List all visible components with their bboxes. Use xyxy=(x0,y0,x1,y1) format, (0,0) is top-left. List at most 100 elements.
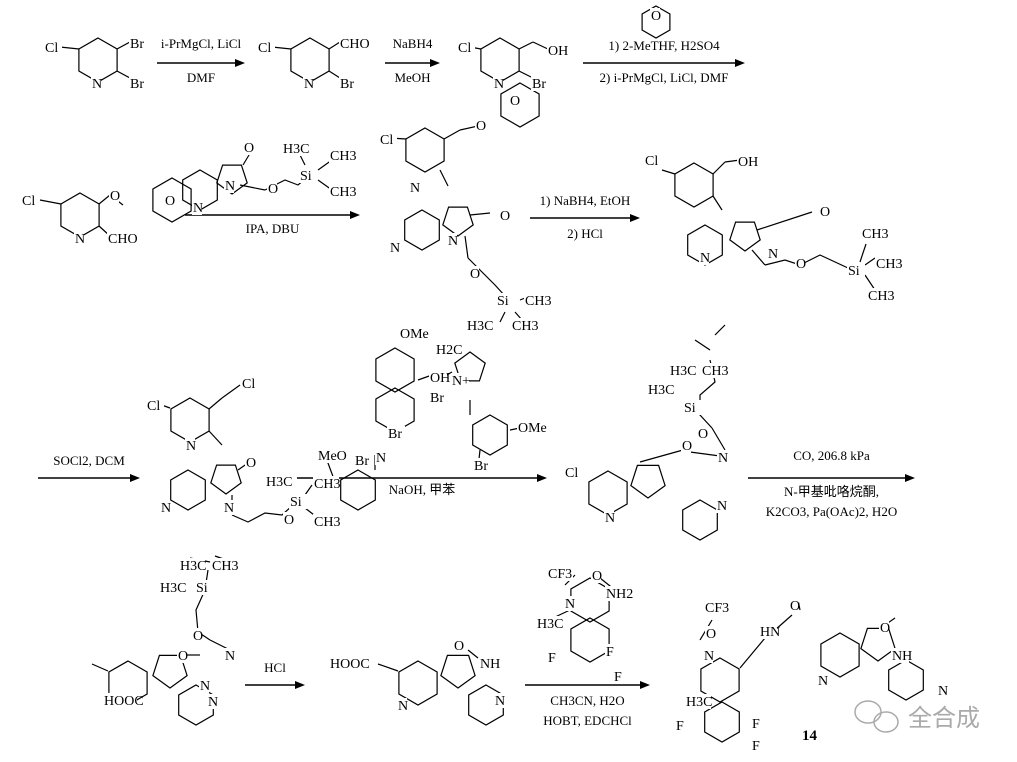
atom-label: Si xyxy=(290,495,302,510)
ring xyxy=(641,5,671,39)
bond xyxy=(328,70,341,79)
atom-label: Cl xyxy=(380,133,393,148)
atom-label: Br xyxy=(388,427,402,442)
atom-label: Si xyxy=(196,581,208,596)
atom-label: O xyxy=(880,621,890,636)
label-mask xyxy=(192,200,202,215)
bond xyxy=(712,161,726,175)
bond xyxy=(304,484,313,496)
label-mask xyxy=(397,698,407,713)
atom-label: CH3 xyxy=(702,364,728,379)
bond xyxy=(756,211,813,231)
label-mask xyxy=(591,568,601,583)
bond xyxy=(443,129,461,140)
ring xyxy=(340,469,376,511)
ring xyxy=(290,37,330,83)
atom-label: N xyxy=(225,179,235,194)
label-mask xyxy=(375,450,385,465)
bond xyxy=(91,663,109,672)
label-mask xyxy=(329,184,355,199)
reagent-below-2: HOBT, EDCHCl xyxy=(543,713,632,728)
label-mask xyxy=(564,596,574,611)
label-mask xyxy=(429,370,447,385)
label-mask xyxy=(409,180,419,195)
atom-label: O xyxy=(165,194,175,209)
label-mask xyxy=(317,448,343,463)
ring-5 xyxy=(630,464,666,499)
label-mask xyxy=(681,438,691,453)
ring xyxy=(570,577,610,623)
label-mask xyxy=(675,718,685,733)
arrow-head xyxy=(630,214,640,222)
atom-label: CH3 xyxy=(330,149,356,164)
bond xyxy=(439,169,449,187)
atom-label: O xyxy=(651,9,661,24)
atom-label: N xyxy=(718,451,728,466)
label-mask xyxy=(354,453,372,468)
ring xyxy=(888,659,924,701)
atom-label: N xyxy=(605,511,615,526)
label-mask xyxy=(451,373,469,388)
atom-label: O xyxy=(110,189,120,204)
arrow-head xyxy=(537,474,547,482)
atom-label: Cl xyxy=(565,466,578,481)
ring xyxy=(78,37,118,83)
atom-label: F xyxy=(548,651,556,666)
label-mask xyxy=(224,648,234,663)
label-mask xyxy=(494,693,504,708)
atom-label: CH3 xyxy=(525,294,551,309)
label-mask xyxy=(817,673,827,688)
reagent-below: 2) i-PrMgCl, LiCl, DMF xyxy=(600,70,729,85)
atom-label: H2C xyxy=(436,343,462,358)
label-mask xyxy=(453,638,463,653)
arrow-head xyxy=(735,59,745,67)
atom-label: O xyxy=(510,94,520,109)
ring xyxy=(170,469,206,511)
atom-label: N xyxy=(225,649,235,664)
bond xyxy=(464,235,469,259)
atom-label: OH xyxy=(548,44,568,59)
label-mask xyxy=(466,318,492,333)
bond xyxy=(208,397,223,410)
label-mask xyxy=(479,656,497,671)
atom-label: HOOC xyxy=(330,657,370,672)
label-mask xyxy=(496,293,514,308)
label-mask xyxy=(511,318,537,333)
bond xyxy=(689,451,721,457)
ring xyxy=(570,617,610,663)
label-mask xyxy=(473,458,491,473)
label-mask xyxy=(160,500,170,515)
ring xyxy=(404,209,440,251)
bond xyxy=(116,41,131,50)
bond xyxy=(239,184,266,191)
ring xyxy=(152,177,192,223)
label-mask xyxy=(613,669,623,684)
ring xyxy=(398,660,438,706)
bond xyxy=(377,663,399,672)
atom-label: N xyxy=(717,499,727,514)
atom-label: N xyxy=(75,232,85,247)
atom-label: O xyxy=(470,267,480,282)
label-mask xyxy=(701,363,727,378)
label-mask xyxy=(103,693,137,708)
label-mask xyxy=(74,231,84,246)
wechat-icon xyxy=(854,700,899,733)
label-mask xyxy=(223,500,233,515)
label-mask xyxy=(699,250,709,265)
atom-label: Si xyxy=(300,169,312,184)
ring xyxy=(170,397,210,443)
atom-label: CH3 xyxy=(212,559,238,574)
bond xyxy=(694,339,711,351)
atom-label: N xyxy=(208,695,218,710)
ring-5 xyxy=(729,221,761,252)
reagent-below: MeOH xyxy=(394,70,430,85)
label-mask xyxy=(644,153,662,168)
bond xyxy=(711,427,726,451)
label-mask xyxy=(937,683,947,698)
atom-label: MeO xyxy=(318,449,347,464)
atom-label: H3C xyxy=(537,617,563,632)
label-mask xyxy=(564,465,582,480)
reagent-above: i-PrMgCl, LiCl xyxy=(161,36,242,51)
label-mask xyxy=(789,598,799,613)
